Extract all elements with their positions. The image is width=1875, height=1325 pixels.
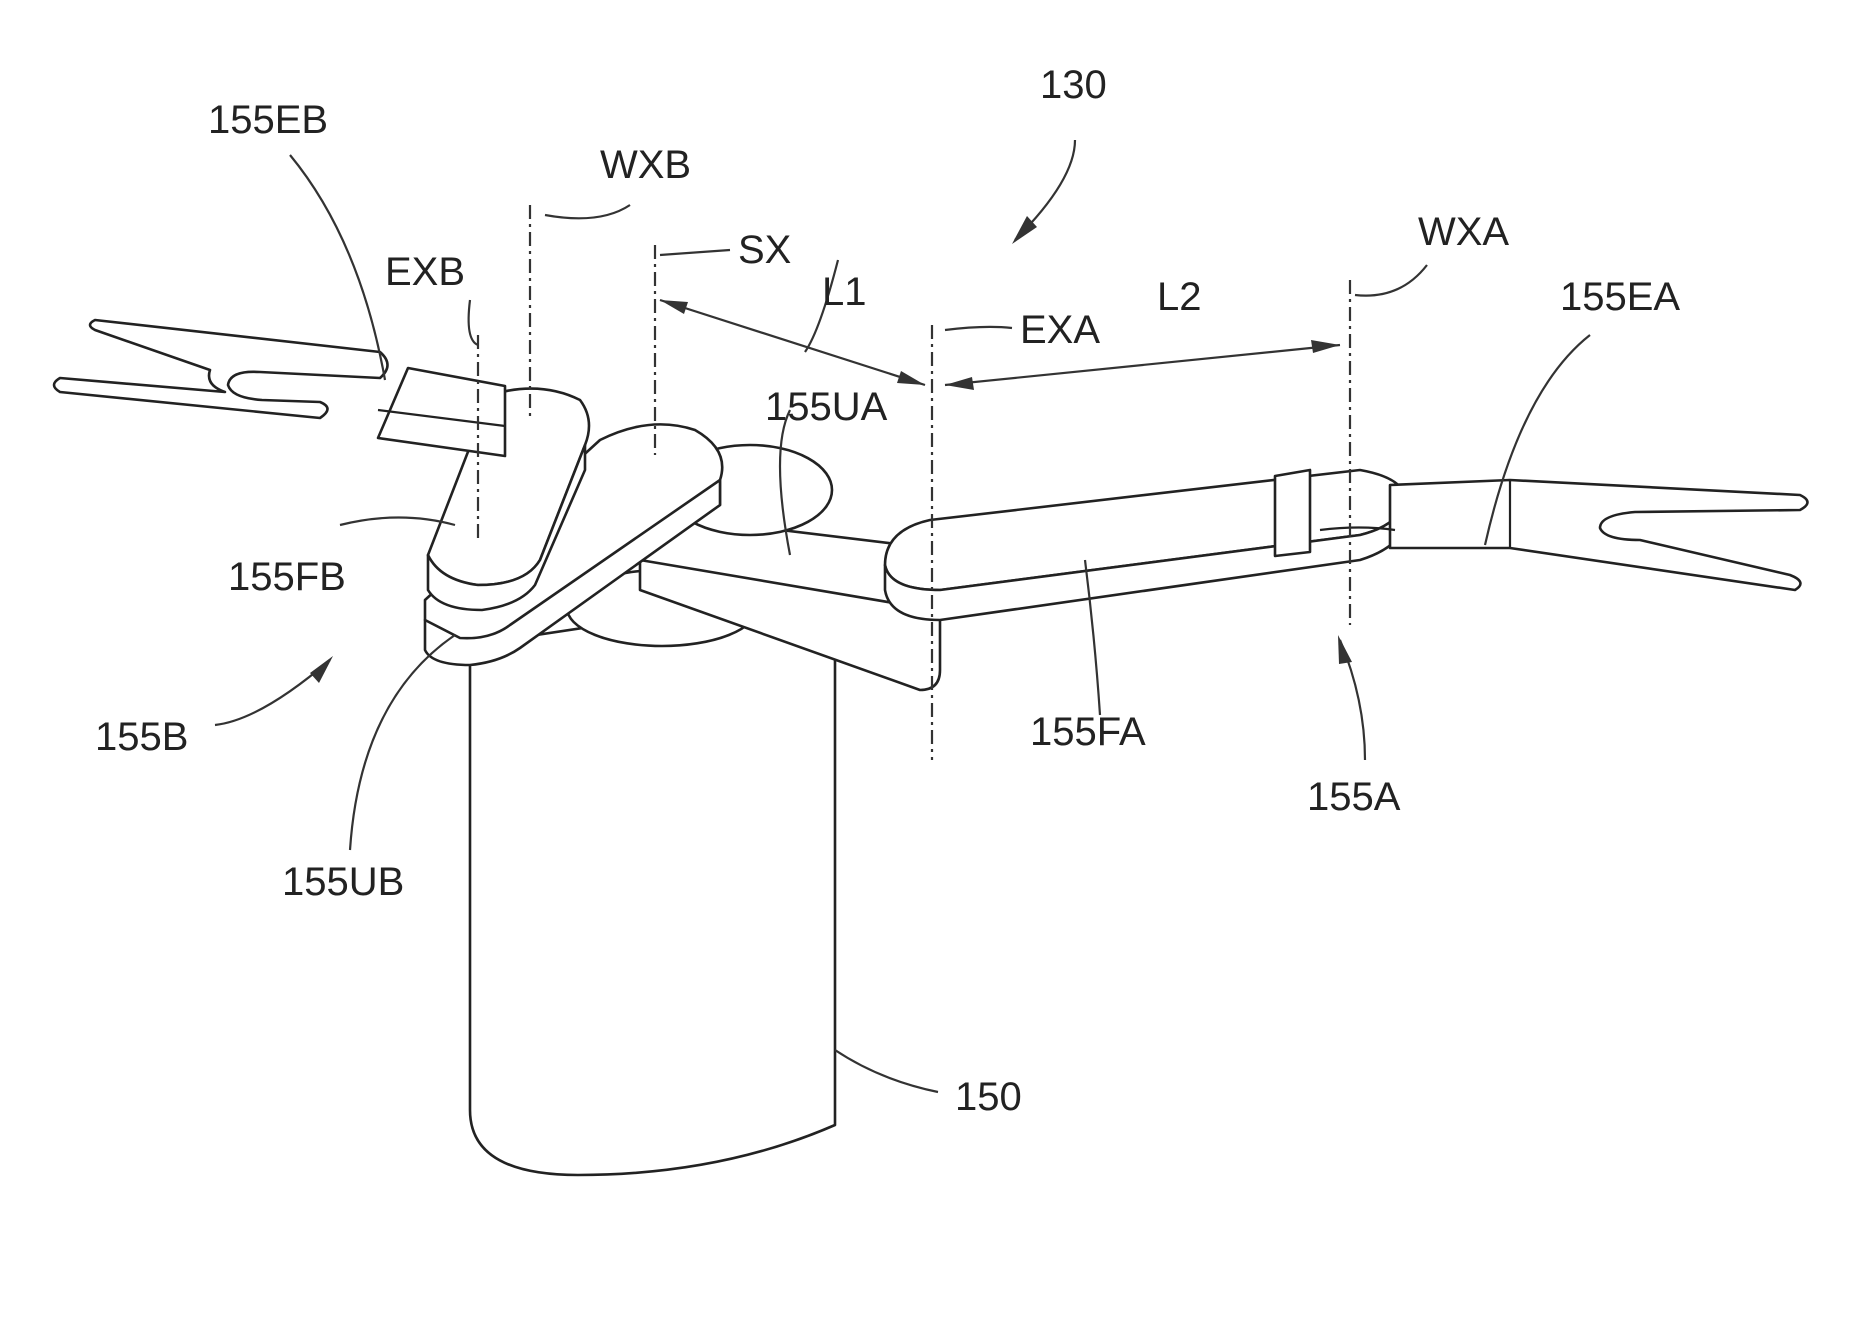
label-end-effector-b: 155EB [208,98,328,142]
label-forearm-b: 155FB [228,555,346,599]
end-effector-a [1320,480,1808,590]
label-elbow-axis-b: EXB [385,250,465,294]
label-shoulder-axis: SX [738,228,791,272]
label-upper-arm-b: 155UB [282,860,404,904]
label-assembly: 130 [1040,63,1107,107]
dimension-l1 [660,300,925,385]
label-wrist-axis-a: WXA [1418,210,1509,254]
label-upper-arm-a: 155UA [765,385,888,429]
drive-column [470,570,835,1175]
end-effector-b [54,320,505,456]
label-length-1: L1 [822,270,867,314]
label-elbow-axis-a: EXA [1020,308,1100,352]
label-length-2: L2 [1157,275,1202,319]
forearm-a [885,470,1405,620]
label-forearm-a: 155FA [1030,710,1146,754]
dimension-l2 [945,340,1340,390]
label-arm-b: 155B [95,715,188,759]
label-end-effector-a: 155EA [1560,275,1680,319]
label-arm-a: 155A [1307,775,1401,819]
label-wrist-axis-b: WXB [600,143,691,187]
label-drive: 150 [955,1075,1022,1119]
